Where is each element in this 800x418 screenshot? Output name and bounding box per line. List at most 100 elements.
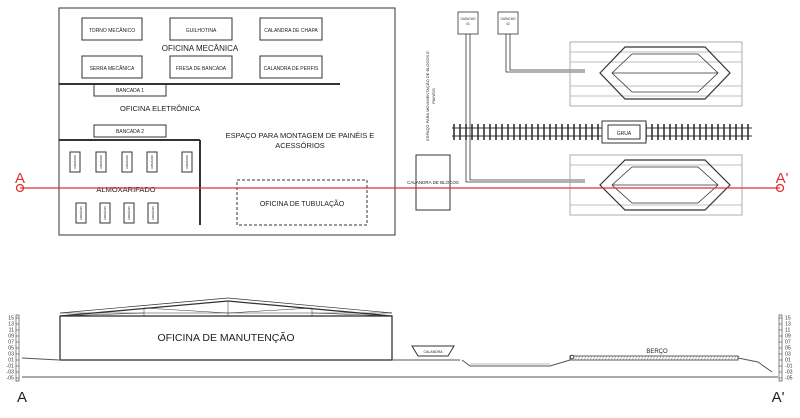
level-label: 11 [785,328,790,334]
hatch-line [613,355,617,361]
label-maintenance-workshop: OFICINA DE MANUTENÇÃO [157,331,294,344]
label-cabinet: ARMÁRIO [73,154,77,169]
level-label: -05 [7,376,15,382]
hatch-line [640,355,644,361]
block-cradle [415,154,451,211]
cabinet-labels: ARMÁRIO ARMÁRIO ARMÁRIO ARMÁRIO ARMÁRIO … [73,154,189,220]
machine-lathe [81,17,143,41]
hatch-line [592,355,596,361]
label-cabinet: ARMÁRIO [151,205,155,220]
hatch-line [658,355,662,361]
slipway-bottom [569,154,743,216]
hatch-line [598,355,602,361]
cut-marker-start [15,183,25,193]
section-drawing [21,297,778,378]
label-rail-note-1: ESPAÇO PARA MOVIMENTAÇÃO DE BLOCOS E [425,51,430,141]
level-label: -05 [785,376,793,382]
hatch-line [655,355,659,361]
label-block-cradle: CALANDRA DE BLOCOS [407,180,459,185]
level-label: 03 [785,352,791,358]
hatch-line [694,355,698,361]
hatch-line [667,355,671,361]
level-label: 01 [785,358,791,364]
level-label: 03 [8,352,14,358]
section-label-start: A [17,389,27,406]
cabinet [146,151,158,173]
level-label: 05 [8,346,14,352]
level-label: -03 [785,370,793,376]
level-label: 13 [8,322,14,328]
label-cabinet: ARMÁRIO [99,154,103,169]
cradle-bottom [599,159,731,211]
yard-plan [457,11,743,216]
level-label: 15 [8,316,14,322]
winch-cable-2 [505,34,585,73]
hatch-line [733,355,737,361]
label-plate-roller: CALANDRA DE CHAPA [264,28,318,34]
label-cabinet: ARMÁRIO [103,205,107,220]
hatch-line [586,355,590,361]
hatch-line [721,355,725,361]
label-winch-1b: 01 [466,22,470,26]
label-bench-2: BANCADA 2 [116,129,144,135]
cradle-top [599,46,731,100]
hatch-line [619,355,623,361]
hatch-line [715,355,719,361]
hatch-line [685,355,689,361]
cabinet [95,151,107,173]
hatch-line [577,355,581,361]
hatch-line [649,355,653,361]
level-label: 05 [785,346,791,352]
bench-2 [93,124,167,138]
winch-cable-1 [465,34,585,183]
cabinet [181,151,193,173]
hatch-line [625,355,629,361]
building-outline [58,7,396,236]
hatch-line [637,355,641,361]
level-label: 11 [9,328,14,334]
level-label: -03 [7,370,15,376]
label-bench-1: BANCADA 1 [116,88,144,94]
label-piping-workshop: OFICINA DE TUBULAÇÃO [260,199,345,208]
label-winch-2b: 02 [506,22,510,26]
workshop-section [59,315,393,361]
label-assembly-space-1: ESPAÇO PARA MONTAGEM DE PAINÉIS E [226,131,375,140]
hatch-line [595,355,599,361]
hatch-line [616,355,620,361]
hatch-line [607,355,611,361]
label-cabinet: ARMÁRIO [150,154,154,169]
slipway-top [569,41,743,107]
hatch-line [679,355,683,361]
label-cabinet: ARMÁRIO [125,154,129,169]
hatch-line [670,355,674,361]
cabinet [121,151,133,173]
level-label: 09 [8,334,14,340]
cabinet [147,202,159,224]
label-profile-roller: CALANDRA DE PERFIS [264,66,319,72]
crane [601,120,647,144]
hatch-line [652,355,656,361]
label-warehouse: ALMOXARIFADO [96,185,155,194]
building-plan [58,7,451,236]
hatch-line [718,355,722,361]
hatch-line [628,355,632,361]
piping-workshop-area [236,179,368,226]
winch-cable-1b [469,34,585,181]
hatch-line [664,355,668,361]
hatch-line [688,355,692,361]
hatch-line [574,355,578,361]
label-mechanical-workshop: OFICINA MECÂNICA [162,44,239,53]
cut-label-end: A' [776,170,789,187]
hatch-line [571,355,575,361]
hatch-line [691,355,695,361]
hatch-line [643,355,647,361]
label-winch-1a: GUINCHO [460,17,476,21]
bench-1 [93,83,167,97]
hatch-line [634,355,638,361]
hatch-line [697,355,701,361]
winch-2 [497,11,519,35]
label-cabinet-side: ARMÁRIO [185,154,189,169]
label-cabinet: ARMÁRIO [127,205,131,220]
hatch-line [703,355,707,361]
